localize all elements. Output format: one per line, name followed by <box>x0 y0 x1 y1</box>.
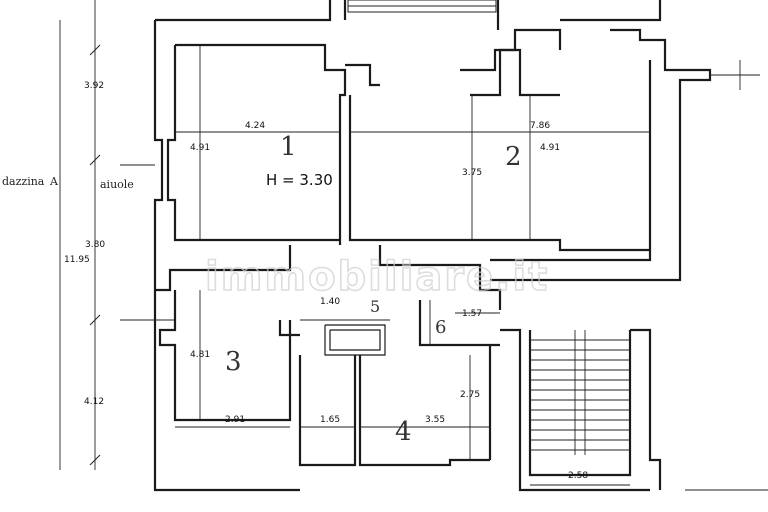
terrace-label: dazzina <box>2 175 45 188</box>
dim-left-mid: 3.80 <box>85 240 105 250</box>
dim-room1-depth: 4.91 <box>190 143 210 153</box>
room-6-number: 6 <box>435 317 446 338</box>
dim-corridor: 1.40 <box>320 297 340 307</box>
staircase <box>530 330 630 455</box>
dim-room1-width: 4.24 <box>245 121 265 131</box>
watermark: immobiliare.it <box>205 254 549 300</box>
dim-room2-depth: 4.91 <box>540 143 560 153</box>
ceiling-height: H = 3.30 <box>266 171 333 189</box>
room-2-number: 2 <box>505 142 522 172</box>
dim-stair-width: 2.58 <box>568 471 588 481</box>
balcony-top <box>347 0 497 13</box>
dim-room2-inner: 3.75 <box>462 168 482 178</box>
terrace-mark: A <box>49 175 59 188</box>
dim-left-total: 11.95 <box>64 255 90 265</box>
dim-room3-width: 2.91 <box>225 415 245 425</box>
dim-room3-depth: 4.81 <box>190 350 210 360</box>
dim-left-bottom: 4.12 <box>84 397 104 407</box>
dim-closet: 1.57 <box>462 309 482 319</box>
dim-room2-width: 7.86 <box>530 121 550 131</box>
room-3-number: 3 <box>225 347 242 377</box>
dim-left-top: 3.92 <box>84 81 104 91</box>
room-4-number: 4 <box>395 417 412 447</box>
walls <box>153 0 712 492</box>
dim-room4-width: 3.55 <box>425 415 445 425</box>
flowerbeds-label: aiuole <box>100 178 134 191</box>
text-labels: dazzina A aiuole H = 3.30 1 2 3 4 5 6 3.… <box>2 81 588 481</box>
room-1-number: 1 <box>280 132 297 162</box>
dimension-lines <box>59 0 768 491</box>
dim-room4-depth: 2.75 <box>460 390 480 400</box>
dim-bath-width: 1.65 <box>320 415 340 425</box>
room-5-number: 5 <box>370 297 380 316</box>
